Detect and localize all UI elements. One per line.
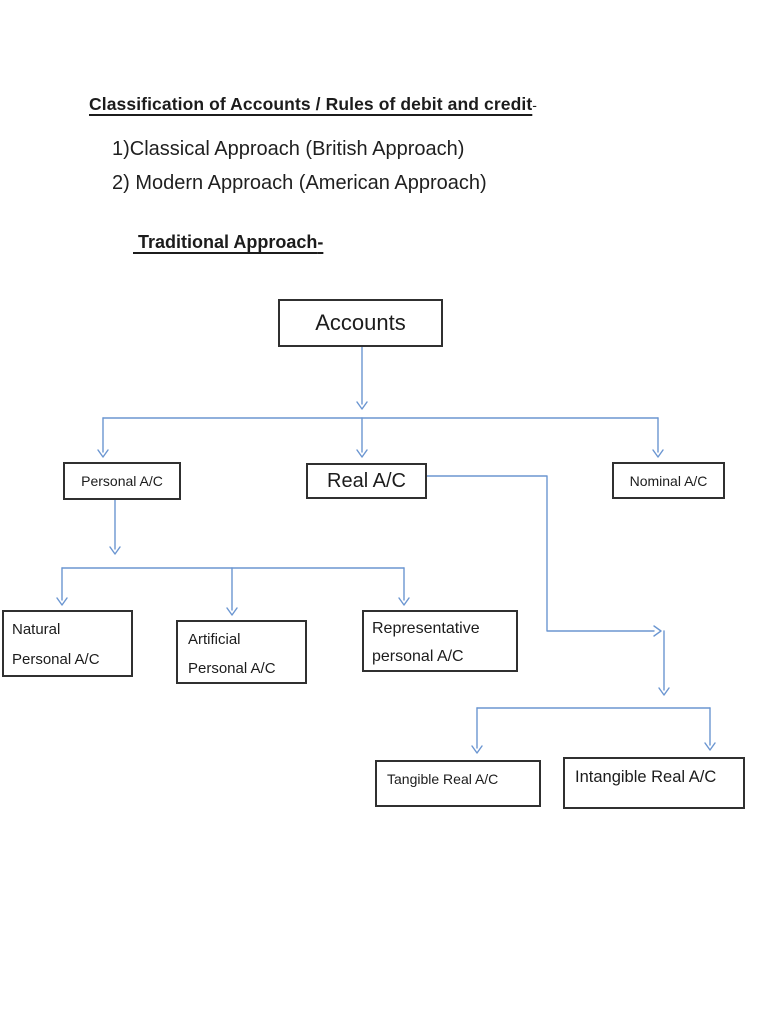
list-item-classical-approach: 1)Classical Approach (British Approach) xyxy=(112,138,465,160)
node-natural-personal-ac-line2: Personal A/C xyxy=(12,651,100,668)
node-real-ac: Real A/C xyxy=(306,463,427,499)
document-title-text: Classification of Accounts / Rules of de… xyxy=(89,94,533,114)
node-tangible-real-ac-label: Tangible Real A/C xyxy=(387,771,499,787)
connector-real-elbow xyxy=(426,475,670,696)
document-title: Classification of Accounts / Rules of de… xyxy=(89,94,537,115)
node-representative-personal-ac: Representative personal A/C xyxy=(362,610,518,672)
node-tangible-real-ac: Tangible Real A/C xyxy=(375,760,541,807)
connector-personal-to-children xyxy=(56,499,410,616)
node-accounts: Accounts xyxy=(278,299,443,347)
node-artificial-personal-ac-line2: Personal A/C xyxy=(188,660,276,677)
connector-real-to-children xyxy=(471,707,716,754)
node-representative-personal-ac-line1: Representative xyxy=(372,620,480,637)
node-personal-ac-label: Personal A/C xyxy=(81,473,163,489)
section-heading-text: Traditional Approach xyxy=(133,232,318,252)
node-natural-personal-ac-line1: Natural xyxy=(12,621,61,638)
section-heading-dash: - xyxy=(317,232,324,252)
connector-accounts-to-level1 xyxy=(97,346,664,458)
node-intangible-real-ac-label: Intangible Real A/C xyxy=(575,768,717,786)
node-artificial-personal-ac-line1: Artificial xyxy=(188,631,241,648)
node-nominal-ac-label: Nominal A/C xyxy=(629,472,708,489)
node-real-ac-label: Real A/C xyxy=(327,469,406,492)
list-item-modern-approach: 2) Modern Approach (American Approach) xyxy=(112,172,487,194)
node-accounts-label: Accounts xyxy=(315,310,406,335)
node-artificial-personal-ac: Artificial Personal A/C xyxy=(176,620,307,684)
section-heading-traditional-approach: Traditional Approach- xyxy=(133,232,323,253)
document-title-dash: - xyxy=(532,97,538,113)
node-representative-personal-ac-line2: personal A/C xyxy=(372,648,464,665)
node-nominal-ac: Nominal A/C xyxy=(612,462,725,499)
node-personal-ac: Personal A/C xyxy=(63,462,181,500)
node-intangible-real-ac: Intangible Real A/C xyxy=(563,757,745,809)
node-natural-personal-ac: Natural Personal A/C xyxy=(2,610,133,677)
